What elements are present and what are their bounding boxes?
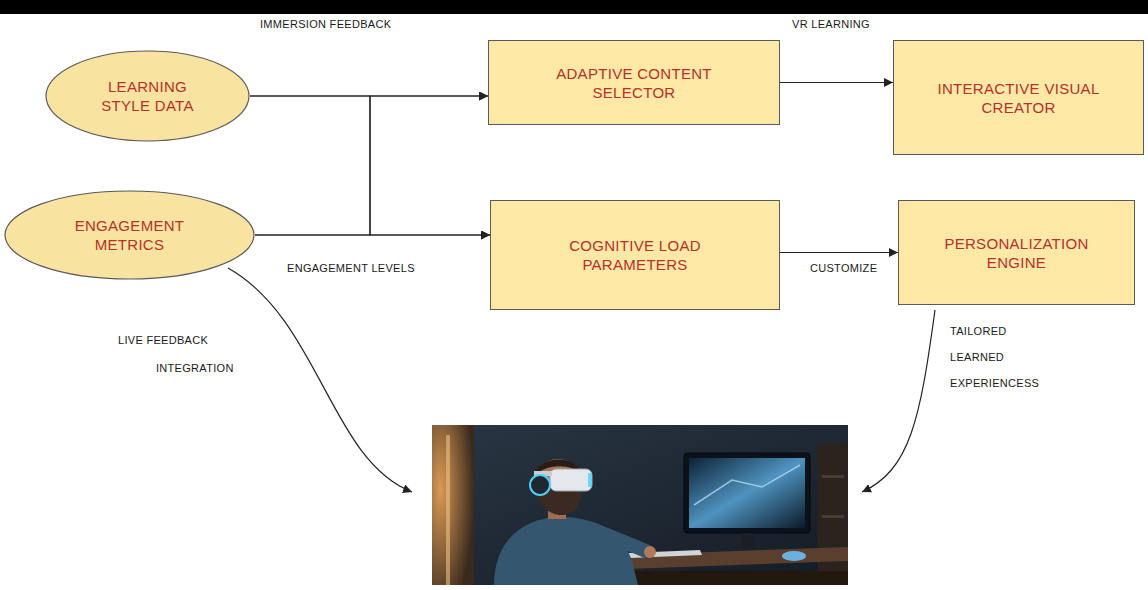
room-wall: [432, 425, 848, 585]
headset-glow: [588, 473, 592, 487]
vr-scene: [432, 425, 848, 585]
node-label: ADAPTIVE CONTENT SELECTOR: [544, 64, 724, 102]
node-text: ADAPTIVE CONTENT SELECTOR: [544, 64, 724, 102]
experience-curve: [862, 310, 935, 492]
flow-arrow: [780, 252, 898, 253]
annotation-label: LIVE FEEDBACK INTEGRATION: [118, 326, 288, 382]
monitor: [684, 453, 810, 533]
feedback-curve: [228, 268, 412, 492]
process-box: PERSONALIZATION ENGINE: [898, 200, 1135, 305]
top-bar: [0, 0, 1148, 14]
headphone: [530, 475, 550, 495]
edge-label: ENGAGEMENT LEVELS: [285, 262, 417, 274]
process-box: ADAPTIVE CONTENT SELECTOR: [488, 40, 780, 125]
flow-arrow: [255, 96, 488, 235]
node-label: COGNITIVE LOAD PARAMETERS: [550, 236, 720, 274]
monitor-stand: [741, 533, 753, 549]
flow-arrow: [780, 82, 893, 83]
flow-arrow: [250, 96, 490, 235]
monitor-screen: [689, 458, 805, 528]
glowing-mouse: [782, 551, 806, 561]
process-box: INTERACTIVE VISUAL CREATOR: [893, 40, 1144, 155]
shelf-board: [822, 515, 844, 518]
ellipse-outline: [45, 50, 250, 142]
vr-headset: [550, 469, 592, 491]
hand: [644, 546, 656, 558]
edge-label: CUSTOMIZE: [808, 262, 879, 274]
window-light: [432, 425, 474, 585]
shelf: [818, 443, 848, 585]
node-text: COGNITIVE LOAD PARAMETERS: [550, 236, 720, 274]
ellipse-shape: [5, 191, 254, 279]
edge-label: IMMERSION FEEDBACK: [258, 18, 393, 30]
process-box: COGNITIVE LOAD PARAMETERS: [490, 200, 780, 310]
node-text: ENGAGEMENT METRICS: [67, 216, 192, 254]
arm: [592, 529, 646, 551]
data-source-ellipse: LEARNING STYLE DATA: [45, 50, 250, 142]
node-text: LEARNING STYLE DATA: [93, 77, 203, 115]
node-label: INTERACTIVE VISUAL CREATOR: [919, 79, 1119, 117]
node-text: PERSONALIZATION ENGINE: [932, 234, 1102, 272]
shelf-board: [822, 475, 844, 478]
ellipse-outline: [4, 190, 255, 280]
node-label: ENGAGEMENT METRICS: [67, 216, 192, 254]
light-streak: [446, 435, 450, 585]
screen-streak: [694, 465, 800, 505]
ellipse-shape: [46, 51, 249, 141]
node-text: INTERACTIVE VISUAL CREATOR: [919, 79, 1119, 117]
hoodie: [494, 517, 638, 585]
annotation-label: TAILORED LEARNED EXPERIENCESS: [948, 318, 1041, 396]
data-source-ellipse: ENGAGEMENT METRICS: [4, 190, 255, 280]
edge-label: VR LEARNING: [790, 18, 872, 30]
node-label: LEARNING STYLE DATA: [93, 77, 203, 115]
node-label: PERSONALIZATION ENGINE: [932, 234, 1102, 272]
